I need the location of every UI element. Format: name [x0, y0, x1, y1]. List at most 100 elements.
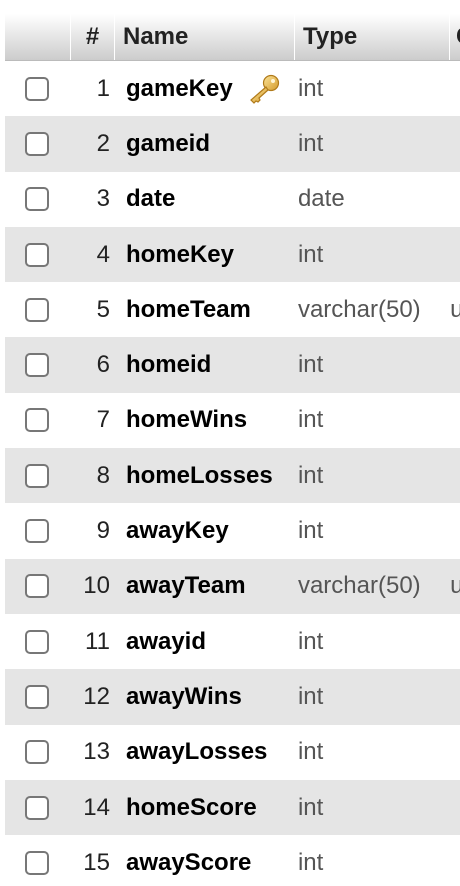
table-row[interactable]: 7 homeWins int — [5, 392, 460, 449]
column-name: awayKey — [125, 517, 229, 545]
row-checkbox[interactable] — [25, 131, 49, 156]
column-number: 11 — [85, 627, 110, 655]
row-checkbox[interactable] — [25, 187, 49, 212]
column-type: int — [297, 793, 324, 821]
column-name: homeKey — [125, 240, 235, 268]
header-name[interactable]: Name — [115, 14, 295, 60]
column-type: int — [297, 129, 324, 157]
row-checkbox-cell — [5, 684, 70, 709]
column-name-cell: homeid — [114, 351, 292, 379]
column-type: int — [297, 848, 324, 876]
row-checkbox-cell — [5, 740, 70, 765]
column-type: int — [297, 461, 324, 489]
column-name-cell: awayWins — [114, 683, 292, 711]
row-checkbox[interactable] — [25, 76, 49, 101]
column-collation: u — [450, 572, 460, 600]
column-number: 8 — [96, 461, 110, 489]
column-number: 4 — [96, 240, 110, 268]
row-checkbox-cell — [5, 519, 70, 544]
column-name-cell: awayTeam — [114, 572, 292, 600]
row-checkbox-cell — [5, 242, 70, 267]
row-checkbox[interactable] — [25, 574, 49, 599]
table-row[interactable]: 8 homeLosses int — [5, 448, 460, 504]
row-checkbox[interactable] — [25, 242, 49, 267]
column-name-cell: gameKey — [114, 74, 292, 104]
column-name-cell: gameid — [114, 130, 292, 158]
column-name-cell: homeTeam — [114, 296, 292, 324]
column-number: 5 — [96, 295, 110, 323]
column-type: int — [297, 682, 324, 710]
row-checkbox[interactable] — [25, 740, 49, 765]
row-checkbox-cell — [5, 76, 70, 101]
column-type: date — [297, 185, 345, 213]
row-checkbox-cell — [5, 131, 70, 156]
column-name-cell: awayScore — [114, 849, 292, 877]
column-name-cell: homeLosses — [114, 462, 292, 490]
column-name: awayLosses — [125, 738, 268, 766]
primary-key-icon — [247, 74, 281, 104]
column-name-cell: awayLosses — [114, 738, 292, 766]
row-checkbox-cell — [5, 187, 70, 212]
row-checkbox-cell — [5, 463, 70, 488]
row-checkbox[interactable] — [25, 629, 49, 654]
row-checkbox[interactable] — [25, 408, 49, 433]
column-number: 14 — [83, 793, 110, 821]
header-number[interactable]: # — [71, 14, 115, 60]
row-checkbox[interactable] — [25, 463, 49, 488]
column-name: homeid — [125, 351, 212, 379]
column-name: homeTeam — [125, 295, 251, 323]
row-checkbox-cell — [5, 353, 70, 378]
column-number: 10 — [83, 572, 110, 600]
table-row[interactable]: 1 gameKey int — [5, 61, 460, 117]
column-type: int — [297, 738, 324, 766]
column-name-cell: awayKey — [114, 517, 292, 545]
column-name: awayWins — [125, 682, 242, 710]
row-checkbox-cell — [5, 629, 70, 654]
row-checkbox[interactable] — [25, 353, 49, 378]
column-number: 12 — [83, 682, 110, 710]
column-type: int — [297, 74, 324, 102]
column-number: 1 — [96, 74, 110, 102]
column-name: gameKey — [125, 74, 233, 102]
row-checkbox-cell — [5, 795, 70, 820]
row-checkbox[interactable] — [25, 297, 49, 322]
row-checkbox-cell — [5, 408, 70, 433]
row-checkbox[interactable] — [25, 795, 49, 820]
table-row[interactable]: 13 awayLosses int — [5, 724, 460, 780]
row-checkbox[interactable] — [25, 519, 49, 544]
row-checkbox-cell — [5, 574, 70, 599]
column-type: varchar(50) — [297, 572, 421, 600]
column-number: 15 — [83, 848, 110, 876]
column-name: homeWins — [125, 406, 248, 434]
column-name-cell: date — [114, 185, 292, 213]
column-type: int — [297, 627, 324, 655]
table-row[interactable]: 6 homeid int — [5, 337, 460, 393]
row-checkbox[interactable] — [25, 684, 49, 709]
row-checkbox[interactable] — [25, 850, 49, 875]
column-name: gameid — [125, 129, 210, 157]
column-type: int — [297, 517, 324, 545]
table-header: # Name Type C — [5, 14, 460, 61]
column-type: int — [297, 351, 324, 379]
column-number: 6 — [96, 351, 110, 379]
column-type: int — [297, 406, 324, 434]
header-collation[interactable]: C — [450, 14, 460, 60]
header-checkbox-column — [5, 14, 71, 60]
column-name: homeLosses — [125, 461, 273, 489]
row-checkbox-cell — [5, 297, 70, 322]
column-name-cell: awayid — [114, 628, 292, 656]
column-name-cell: homeScore — [114, 794, 292, 822]
header-type[interactable]: Type — [295, 14, 450, 60]
column-number: 13 — [83, 738, 110, 766]
column-number: 7 — [96, 406, 110, 434]
table-row[interactable]: 12 awayWins int — [5, 669, 460, 725]
